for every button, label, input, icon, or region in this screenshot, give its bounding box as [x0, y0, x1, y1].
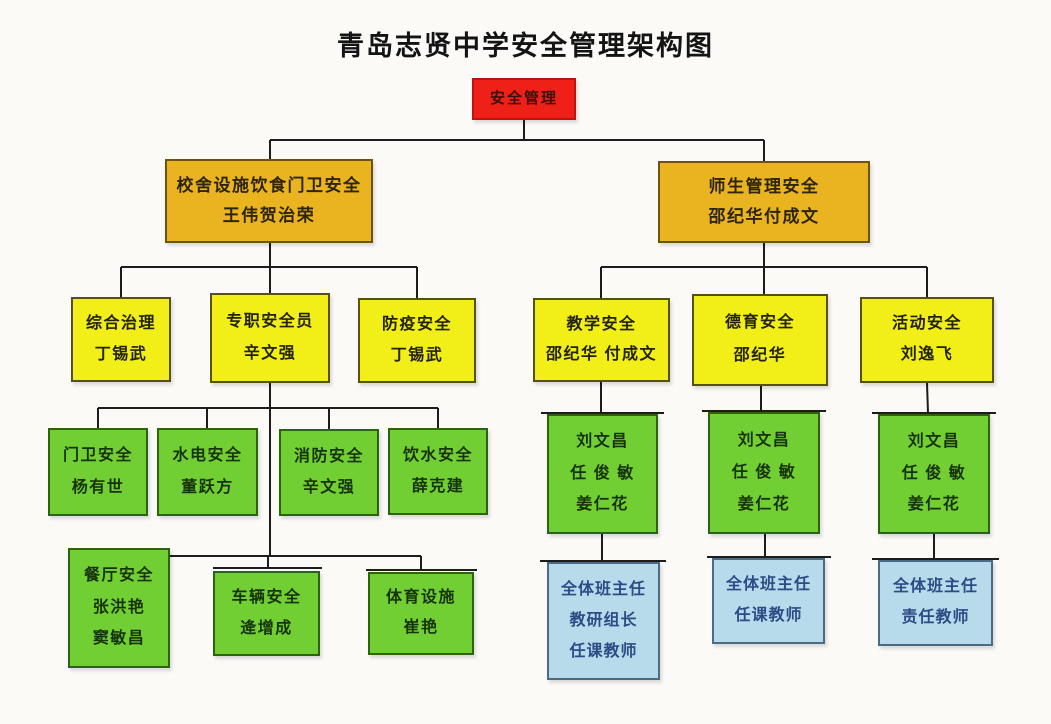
node-fulltime-safety-officer: 专职安全员 辛文强	[210, 293, 330, 383]
node-role: 全体班主任	[725, 576, 811, 594]
node-person: 逄增成	[240, 619, 293, 637]
node-title: 师生管理安全	[708, 177, 820, 197]
node-drinking-water-safety: 饮水安全 薛克建	[388, 428, 488, 515]
node-campus-facilities-food-gate-safety: 校舍设施饮食门卫安全 王伟贺治荣	[165, 159, 373, 243]
node-water-electricity-safety: 水电安全 董跃方	[157, 428, 258, 516]
node-title: 综合治理	[85, 315, 156, 333]
node-teaching-safety: 教学安全 邵纪华 付成文	[533, 298, 670, 382]
node-title: 防疫安全	[381, 316, 452, 334]
node-title: 校舍设施饮食门卫安全	[176, 175, 362, 195]
node-person: 丁锡武	[390, 346, 444, 364]
node-title: 饮水安全	[402, 446, 473, 464]
node-person: 姜仁花	[576, 496, 629, 514]
connector-line	[926, 382, 929, 414]
node-person: 姜仁花	[737, 495, 791, 513]
node-person: 任 俊 敏	[731, 463, 797, 481]
node-person: 刘文昌	[576, 433, 629, 451]
node-role: 任课教师	[734, 607, 803, 625]
node-title: 德育安全	[724, 314, 795, 332]
node-grade-team-3: 刘文昌 任 俊 敏 姜仁花	[878, 414, 990, 534]
node-person: 刘文昌	[737, 431, 791, 449]
node-person: 辛文强	[243, 344, 297, 362]
node-title: 餐厅安全	[83, 567, 154, 585]
node-epidemic-prevention-safety: 防疫安全 丁锡武	[358, 298, 476, 383]
node-vehicle-safety: 车辆安全 逄增成	[213, 571, 320, 656]
node-person: 杨有世	[71, 478, 125, 496]
node-title: 安全管理	[489, 90, 558, 108]
node-executors-3: 全体班主任 责任教师	[878, 560, 993, 646]
node-title: 消防安全	[293, 447, 364, 465]
node-grade-team-2: 刘文昌 任 俊 敏 姜仁花	[708, 412, 820, 534]
node-person: 刘文昌	[907, 433, 961, 451]
node-role: 责任教师	[901, 609, 970, 627]
node-person: 邵纪华	[733, 347, 787, 365]
node-grade-team-1: 刘文昌 任 俊 敏 姜仁花	[547, 414, 658, 534]
node-person: 姜仁花	[907, 496, 961, 514]
node-safety-management: 安全管理	[472, 78, 576, 120]
node-title: 体育设施	[385, 589, 456, 607]
node-title: 门卫安全	[62, 447, 133, 465]
node-person: 董跃方	[181, 478, 234, 496]
node-title: 活动安全	[891, 315, 962, 333]
node-person: 邵纪华付成文	[708, 207, 820, 227]
node-person: 丁锡武	[94, 345, 148, 363]
node-executors-2: 全体班主任 任课教师	[712, 558, 825, 644]
node-comprehensive-governance: 综合治理 丁锡武	[71, 297, 171, 382]
node-sports-facilities: 体育设施 崔艳	[368, 572, 474, 655]
node-activity-safety: 活动安全 刘逸飞	[860, 297, 994, 383]
node-person: 邵纪华 付成文	[546, 345, 657, 363]
node-person: 张洪艳	[92, 598, 146, 616]
node-moral-education-safety: 德育安全 邵纪华	[692, 294, 828, 386]
node-person: 任 俊 敏	[570, 464, 635, 482]
node-gate-guard-safety: 门卫安全 杨有世	[48, 428, 148, 516]
node-role: 全体班主任	[560, 580, 646, 598]
node-title: 专职安全员	[226, 312, 314, 330]
node-person: 窦敏昌	[92, 630, 146, 648]
node-person: 刘逸飞	[900, 346, 954, 364]
node-title: 车辆安全	[231, 589, 302, 607]
node-person: 王伟贺治荣	[222, 206, 316, 226]
node-role: 全体班主任	[892, 578, 978, 596]
node-person: 薛克建	[411, 477, 465, 495]
node-title: 教学安全	[566, 315, 637, 333]
node-canteen-safety: 餐厅安全 张洪艳 窦敏昌	[68, 548, 170, 668]
node-fire-safety: 消防安全 辛文强	[279, 429, 379, 516]
node-role: 教研组长	[569, 611, 638, 629]
node-role: 任课教师	[569, 642, 638, 660]
node-person: 任 俊 敏	[901, 464, 967, 482]
page-title: 青岛志贤中学安全管理架构图	[337, 31, 714, 61]
node-person: 崔艳	[403, 619, 439, 637]
node-person: 辛文强	[302, 478, 356, 496]
node-executors-1: 全体班主任 教研组长 任课教师	[547, 562, 660, 680]
node-teacher-student-management-safety: 师生管理安全 邵纪华付成文	[658, 161, 870, 243]
node-title: 水电安全	[172, 447, 243, 465]
